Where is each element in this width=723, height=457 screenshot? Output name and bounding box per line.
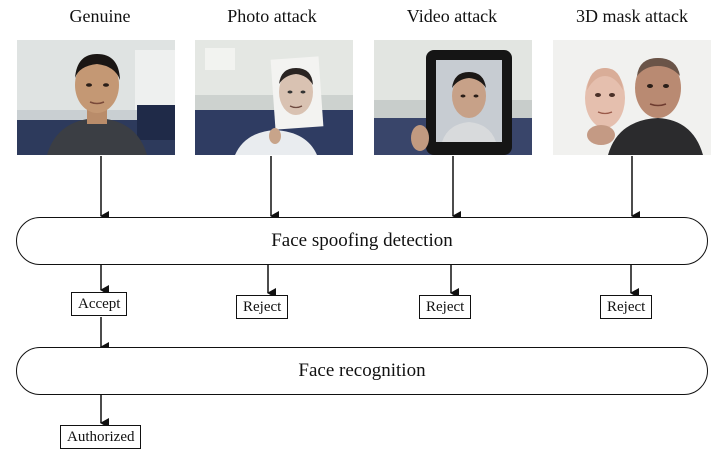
title-genuine: Genuine xyxy=(69,6,131,26)
photo-attack-photo xyxy=(195,40,353,155)
authorized-box: Authorized xyxy=(60,425,142,449)
face-recognition-stage: Face recognition xyxy=(16,347,708,395)
video-attack-photo xyxy=(374,40,532,155)
accept-box: Accept xyxy=(71,292,128,316)
title-mask-attack: 3D mask attack xyxy=(576,6,688,26)
reject-box-video: Reject xyxy=(419,295,472,319)
mask-attack-photo xyxy=(553,40,711,155)
reject-box-mask: Reject xyxy=(600,295,653,319)
title-video-attack: Video attack xyxy=(406,6,498,26)
genuine-face-photo xyxy=(17,40,175,155)
reject-box-photo: Reject xyxy=(236,295,289,319)
detection-label: Face spoofing detection xyxy=(271,230,453,251)
title-photo-attack: Photo attack xyxy=(227,6,317,26)
recognition-label: Face recognition xyxy=(298,360,426,381)
face-spoofing-detection-stage: Face spoofing detection xyxy=(16,217,708,265)
